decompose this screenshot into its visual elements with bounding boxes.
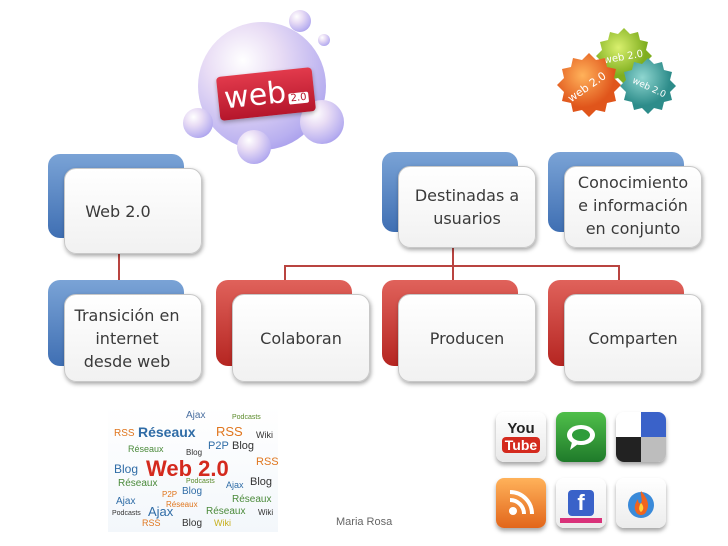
cloud-word: Podcasts [232,414,261,421]
cloud-word: Web 2.0 [146,456,229,481]
small-bubble [289,10,311,32]
web2-logo-word: web [222,74,288,116]
child-3-node: Comparten [564,294,702,382]
cloud-word: RSS [256,456,279,468]
youtube-you: You [507,420,535,437]
delicious-icon[interactable] [616,412,666,462]
cloud-word: Réseaux [166,500,198,509]
web2-word-cloud: Ajax Podcasts RSS Réseaux RSS Wiki Résea… [108,406,279,532]
author-label: Maria Rosa [336,516,393,528]
youtube-icon[interactable]: You Tube [496,412,546,462]
cloud-word: Ajax [226,480,244,490]
connector-mid-drop [452,265,454,281]
connector-root-down [118,254,120,281]
rss-icon[interactable] [496,478,546,528]
branch-b-label: Conocimiento e información en conjunto [577,172,689,238]
child-1-node: Colaboran [232,294,370,382]
cloud-word: RSS [216,424,243,439]
cloud-word: Ajax [116,496,136,507]
youtube-tube: Tube [501,437,541,453]
child-1-label: Colaboran [260,328,342,348]
cloud-word: Réseaux [128,444,164,454]
cloud-word: Ajax [148,504,174,519]
cloud-word: Podcasts [112,510,141,517]
delicious-br [641,437,666,462]
cloud-word: Réseaux [206,506,246,517]
connector-branch-down [452,244,454,266]
cloud-word: Wiki [256,430,273,440]
root-node-label: Web 2.0 [85,201,151,221]
connector-left-drop [284,265,286,281]
child-2-node: Producen [398,294,536,382]
cloud-word: Réseaux [118,478,158,489]
cloud-word: Ajax [186,410,206,421]
cloud-word: RSS [142,518,161,528]
badge-orange [557,53,621,117]
child-3-label: Comparten [588,328,678,348]
root-child-label: Transición en internet desde web [74,305,180,371]
badge-teal [620,58,676,114]
root-child-node: Transición en internet desde web [64,294,202,382]
delicious-bl [616,437,641,462]
small-bubble [183,108,213,138]
cloud-word: Blog [186,448,203,457]
cloud-word: RSS [114,428,135,439]
cloud-word: Wiki [258,508,274,517]
small-bubble [318,34,330,46]
cloud-word: Blog [250,476,273,488]
cloud-word: Réseaux [232,494,272,505]
child-2-label: Producen [429,328,505,348]
facebook-underline [560,518,602,523]
facebook-icon[interactable]: f [556,478,606,528]
branch-a-node: Destinadas a usuarios [398,166,536,248]
cloud-word: Blog [182,486,203,497]
cloud-word: Podcasts [186,478,215,485]
connector-right-drop [618,265,620,281]
fire-icon[interactable] [616,478,666,528]
delicious-tl [616,412,641,437]
cloud-word: Blog [114,462,139,476]
cloud-word: Blog [182,518,203,529]
web2-logo-version: 2.0 [288,91,310,105]
cloud-word: P2P [162,490,178,499]
cloud-word: Blog [232,440,255,452]
facebook-f: f [568,490,594,516]
small-bubble [237,130,271,164]
web2-badges: web 2.0 web 2.0 web 2.0 [557,28,676,117]
branch-b-node: Conocimiento e información en conjunto [564,166,702,248]
cloud-word: P2P [208,440,229,452]
cloud-word: Wiki [214,518,231,528]
delicious-tr [641,412,666,437]
chat-icon[interactable] [556,412,606,462]
cloud-word: Réseaux [138,424,196,440]
branch-a-label: Destinadas a usuarios [414,186,520,228]
root-node: Web 2.0 [64,168,202,254]
